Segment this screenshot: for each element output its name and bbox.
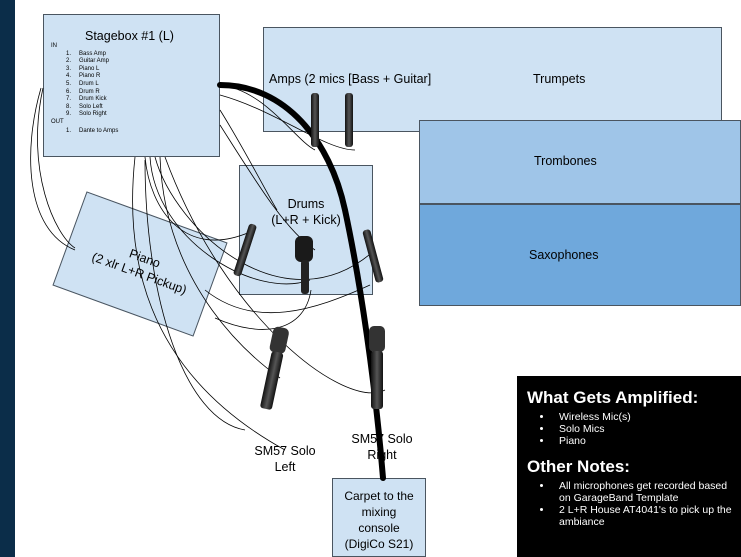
amplified-list: Wireless Mic(s) Solo Mics Piano [527,411,735,447]
stagebox-out-label: OUT [51,118,64,125]
drums-label-line1: Drums [287,197,325,211]
other-notes-heading: Other Notes: [527,457,630,476]
console-label-line2: mixing [361,505,397,519]
list-item: Wireless Mic(s) [553,411,735,423]
saxophones-label: Saxophones [529,248,599,262]
console-label-line4: (DigiCo S21) [344,537,414,551]
solo-right-label-line2: Right [367,448,397,462]
list-item: Piano [553,435,735,447]
stagebox-input-row: 4.Piano R [65,73,101,80]
list-item: All microphones get recorded based on Ga… [553,480,735,504]
solo-left-label: SM57 Solo Left [245,443,325,475]
stagebox-input-row: 6.Drum R [65,88,100,95]
cable-kick-out [214,289,312,330]
solo-left-label-line2: Left [274,460,296,474]
console-box [332,478,426,557]
saxophones-box [419,204,741,306]
drums-label: Drums (L+R + Kick) [241,196,371,228]
stagebox-input-row: 3.Piano L [65,65,100,72]
trombones-box [419,120,741,204]
stagebox-input-row: 2.Guitar Amp [65,58,110,65]
solo-right-label: SM57 Solo Right [342,431,422,463]
other-notes-list: All microphones get recorded based on Ga… [527,480,735,528]
console-label-line3: console [358,521,400,535]
trombones-label: Trombones [534,154,597,168]
drums-label-line2: (L+R + Kick) [271,213,341,227]
stagebox-in-label: IN [51,43,57,49]
amplified-heading: What Gets Amplified: [527,388,699,407]
stagebox-input-row: 9.Solo Right [65,111,107,118]
notes-panel: What Gets Amplified: Wireless Mic(s) Sol… [517,376,741,557]
console-label: Carpet to the mixing console (DigiCo S21… [332,488,426,552]
console-label-line1: Carpet to the [344,489,414,503]
solo-left-label-line1: SM57 Solo [254,444,316,458]
stagebox-input-row: 7.Drum Kick [65,96,107,103]
stagebox-input-row: 8.Solo Left [65,103,103,110]
drums-box [239,165,373,295]
diagram-canvas: Amps (2 mics [Bass + Guitar] Trumpets Tr… [15,0,741,557]
stagebox-input-row: 1.Bass Amp [65,50,107,57]
sm57-mic-icon [369,326,385,409]
sm57-mic-icon [260,326,289,410]
list-item: Solo Mics [553,423,735,435]
list-item: 2 L+R House AT4041's to pick up the ambi… [553,504,735,528]
trumpets-label: Trumpets [533,72,586,86]
amps-label: Amps (2 mics [Bass + Guitar] [269,72,432,86]
stagebox-title: Stagebox #1 (L) [85,29,174,43]
solo-right-label-line1: SM57 Solo [351,432,413,446]
stagebox-output-row: 1.Dante to Amps [65,127,119,134]
stagebox-input-row: 5.Drum L [65,80,99,87]
stagebox-channel-list: IN 1.Bass Amp 2.Guitar Amp 3.Piano L 4.P… [51,43,118,135]
